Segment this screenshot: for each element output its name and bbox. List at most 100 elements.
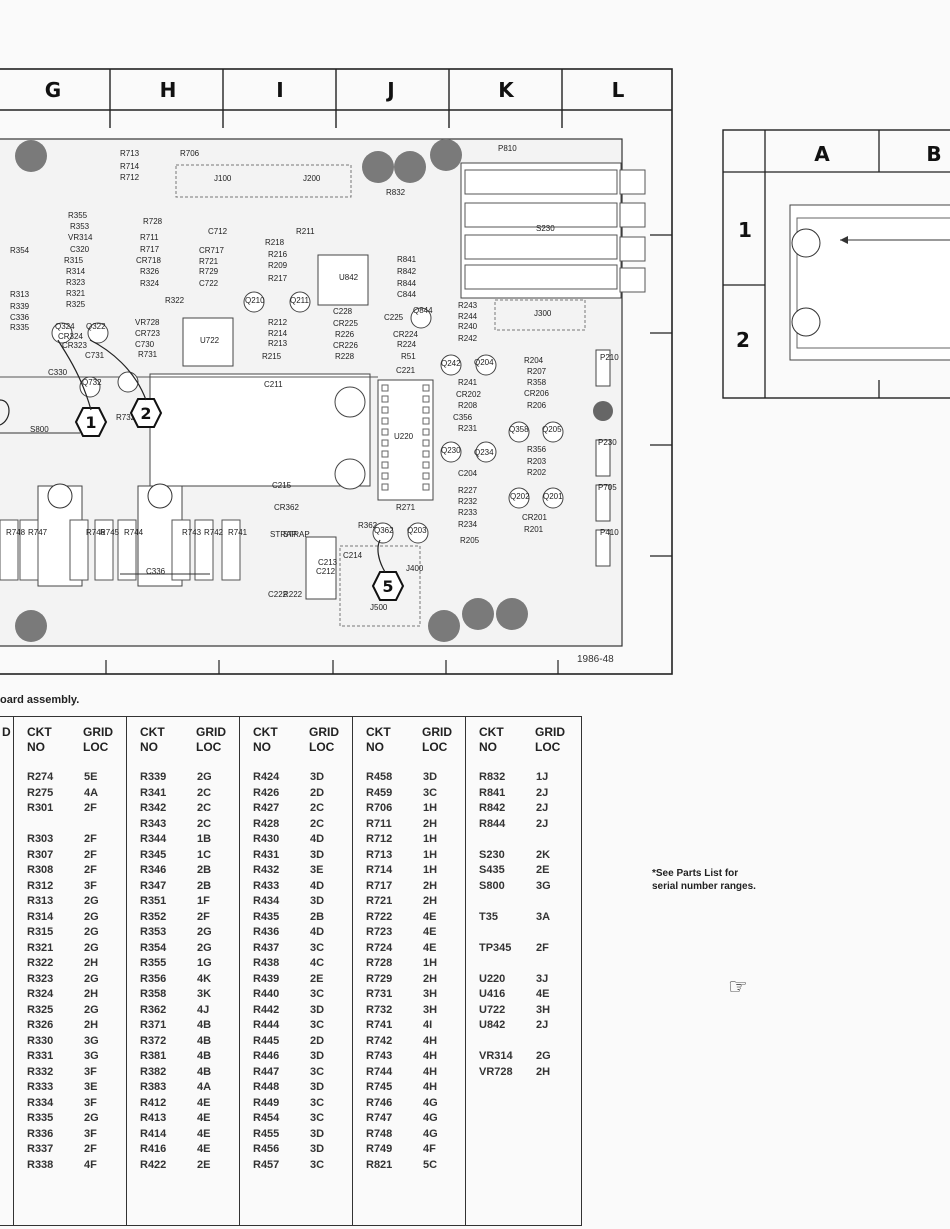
table-cell-loc: 3D xyxy=(310,1127,325,1140)
table-cell-loc: 4F xyxy=(423,1143,436,1155)
table-cell-loc: 2D xyxy=(310,786,325,799)
component-label: R233 xyxy=(458,508,478,517)
potentiometer-knob xyxy=(147,483,173,509)
component-label: R354 xyxy=(10,246,30,255)
table-cell-loc: 3D xyxy=(310,1143,325,1155)
ic-pin xyxy=(381,439,389,447)
table-cell-ckt: R358 xyxy=(140,988,167,1000)
component-label: Q230 xyxy=(441,446,461,455)
component-label: U220 xyxy=(394,432,414,441)
table-cell-ckt: R456 xyxy=(253,1143,280,1155)
component-label: CR717 xyxy=(199,246,224,255)
table-cell-loc: 4G xyxy=(423,1127,438,1140)
component-label: R356 xyxy=(527,445,547,454)
table-cell-loc: 4E xyxy=(536,988,550,1000)
component-label: R728 xyxy=(143,217,163,226)
table-cell-ckt: R449 xyxy=(253,1096,280,1109)
component-label: R214 xyxy=(268,329,288,338)
grid-column-k: K xyxy=(498,78,514,102)
component-label: J100 xyxy=(214,174,232,183)
callout-leader xyxy=(0,399,10,426)
table-cell-loc: 3G xyxy=(536,879,551,892)
table-column-divider xyxy=(465,717,466,1225)
transistor-outline xyxy=(51,322,73,344)
component-label: CR201 xyxy=(522,513,547,522)
table-cell-ckt: TP345 xyxy=(479,941,512,954)
component-label: J200 xyxy=(303,174,321,183)
table-cell-loc: 3C xyxy=(310,988,325,1000)
ic-pin xyxy=(381,483,389,491)
component-label: R228 xyxy=(335,352,355,361)
component-label: R713 xyxy=(120,149,140,158)
table-cell-ckt: R341 xyxy=(140,786,167,799)
ic-pin xyxy=(422,395,430,403)
table-cell-ckt: R749 xyxy=(366,1143,393,1155)
table-cell-ckt: R336 xyxy=(27,1127,54,1140)
table-cell-loc: 4E xyxy=(423,910,437,923)
table-cell-loc: 3F xyxy=(84,1127,97,1140)
table-cell-ckt: R841 xyxy=(479,786,506,799)
table-cell-loc: 2B xyxy=(197,864,212,876)
component-label: R212 xyxy=(268,318,288,327)
component-label: CR323 xyxy=(62,341,87,350)
table-cell-loc: 3C xyxy=(310,1112,325,1124)
table-cell-loc: 2H xyxy=(423,972,438,985)
table-cell-ckt: R383 xyxy=(140,1081,167,1093)
table-cell-loc: 4B xyxy=(197,1034,212,1047)
connector-j100-j200 xyxy=(175,164,352,198)
table-cell-loc: 3C xyxy=(310,1019,325,1031)
table-cell-loc: 2G xyxy=(536,1050,551,1062)
component-label: R204 xyxy=(524,356,544,365)
table-cell-loc: 2K xyxy=(536,848,551,861)
inset-arrow-head xyxy=(840,236,848,244)
table-column-divider xyxy=(13,717,14,1225)
table-cell-ckt: R721 xyxy=(366,895,393,907)
table-cell-ckt: R313 xyxy=(27,895,54,907)
switch-knob xyxy=(619,267,646,293)
table-cell-ckt: R842 xyxy=(479,802,506,814)
table-cell-loc: 4H xyxy=(423,1050,438,1062)
table-cell-ckt: R354 xyxy=(140,941,167,954)
transistor-outline xyxy=(508,421,530,443)
table-cell-loc: 4H xyxy=(423,1065,438,1078)
table-cell-ckt: R744 xyxy=(366,1065,393,1078)
mounting-hole xyxy=(496,598,528,630)
component-label: R211 xyxy=(296,227,315,236)
table-cell-ckt: R381 xyxy=(140,1050,167,1062)
table-cell-loc: 2E xyxy=(310,972,324,985)
component-label: C336 xyxy=(146,567,166,576)
component-label: STRAP xyxy=(283,530,310,539)
component-label: R729 xyxy=(199,267,219,276)
ic-pin xyxy=(381,395,389,403)
component-label: R325 xyxy=(66,300,86,309)
table-cell-loc: 2G xyxy=(84,910,99,923)
table-cell-loc: 2F xyxy=(84,802,97,814)
transistor-outline xyxy=(407,522,429,544)
component-label: R358 xyxy=(527,378,547,387)
inset-row-2: 2 xyxy=(736,328,750,352)
component-label: R222 xyxy=(283,590,303,599)
table-cell-loc: 4H xyxy=(423,1034,438,1047)
component-label: R203 xyxy=(527,457,547,466)
component-label: R732 xyxy=(116,413,136,422)
table-cell-ckt: R424 xyxy=(253,771,280,783)
table-cell-loc: 4B xyxy=(197,1065,212,1078)
table-cell-loc: 3E xyxy=(310,864,324,876)
table-cell-loc: 4I xyxy=(423,1019,433,1031)
table-cell-ckt: U842 xyxy=(479,1019,506,1031)
grid-column-h: H xyxy=(159,78,177,102)
component-label: C330 xyxy=(48,368,68,377)
table-cell-ckt: R426 xyxy=(253,786,280,799)
component-label: R731 xyxy=(138,350,158,359)
component-label: Q203 xyxy=(407,526,427,535)
table-cell-loc: 2F xyxy=(84,1143,97,1155)
resistor-body xyxy=(19,519,39,581)
table-cell-ckt: R412 xyxy=(140,1096,167,1109)
table-cell-loc: 3D xyxy=(310,895,325,907)
s800-knob xyxy=(334,386,366,418)
table-cell-loc: 3F xyxy=(84,1065,97,1078)
table-cell-loc: 5C xyxy=(423,1158,438,1171)
